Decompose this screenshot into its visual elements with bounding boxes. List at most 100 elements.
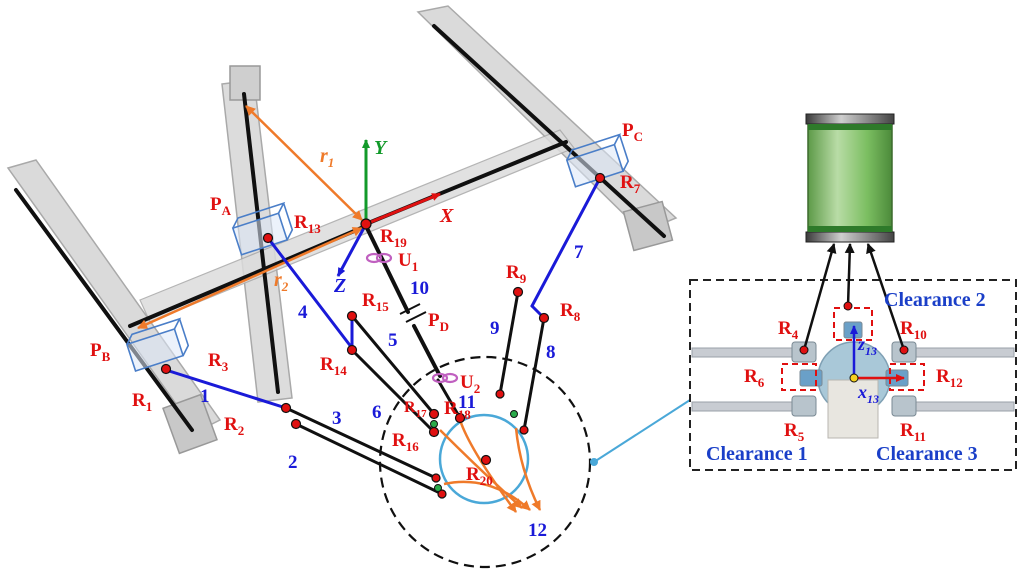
detail-hub-body <box>827 379 879 439</box>
link-num-4: 4 <box>298 302 308 323</box>
dot-R9 <box>512 286 524 298</box>
zoom-connector <box>593 399 691 463</box>
axis-y-label: Y <box>374 137 388 159</box>
r1-label: r1 <box>320 145 334 170</box>
link-num-3: 3 <box>332 408 342 429</box>
rail-top-right <box>416 5 678 233</box>
r-label-R1: R1 <box>132 390 152 414</box>
dot-platform-b <box>437 489 447 499</box>
zoom-connector-dot <box>590 458 598 466</box>
rail-frames <box>6 5 678 455</box>
r2-arrow <box>137 226 363 330</box>
dot-R1 <box>160 363 172 375</box>
clearance-boxes <box>781 307 925 391</box>
r-label-R9: R9 <box>506 262 527 286</box>
link-8 <box>522 316 546 432</box>
motion-arrow-3 <box>514 427 542 511</box>
detail-origin <box>849 373 859 383</box>
link-7 <box>530 176 602 308</box>
cylinder-band-top <box>808 124 892 130</box>
detail-R4: R4 <box>778 318 799 342</box>
coordinate-axes <box>336 139 441 277</box>
u1-joint-icon <box>365 252 393 264</box>
clearance-1-label: Clearance 1 <box>706 443 808 465</box>
dot-R18 <box>454 412 466 424</box>
u2-joint-icon <box>431 372 459 384</box>
pa-label: PA <box>210 194 232 218</box>
dot-R14 <box>346 344 358 356</box>
dot-R16 <box>428 426 440 438</box>
z13-label: z13 <box>857 334 877 358</box>
link-num-1: 1 <box>200 386 210 407</box>
detail-R6: R6 <box>744 366 765 390</box>
dot-platform-c <box>495 389 505 399</box>
axis-z-arrow <box>336 223 368 277</box>
black-links <box>284 290 546 496</box>
r-label-R7: R7 <box>620 172 641 196</box>
link-11 <box>436 378 462 420</box>
link-num-11: 11 <box>458 392 476 413</box>
dot-R13 <box>262 232 274 244</box>
platform-circle <box>438 413 530 505</box>
cylinder-body <box>807 117 893 239</box>
dot-R2 <box>290 418 302 430</box>
link-num-7: 7 <box>574 242 584 263</box>
link-num-5: 5 <box>388 330 398 351</box>
link-3 <box>284 406 438 480</box>
link-num-8: 8 <box>546 342 556 363</box>
prismatic-pd <box>399 303 427 323</box>
line-pd-lower <box>412 324 442 378</box>
detail-R5: R5 <box>784 420 805 444</box>
r-label-R15: R15 <box>362 290 389 314</box>
pd-label: PD <box>428 310 449 334</box>
link-2 <box>294 422 444 496</box>
r-label-R8: R8 <box>560 300 581 324</box>
u-joints <box>365 252 459 384</box>
line-pd-upper <box>364 224 410 314</box>
r2-label: r2 <box>274 269 289 294</box>
r1-arrow <box>245 105 363 221</box>
axis-x-label: X <box>439 205 454 227</box>
dot-R7 <box>594 172 606 184</box>
dot-platform-a <box>431 473 441 483</box>
dot-R20 <box>480 454 492 466</box>
r-label-R13: R13 <box>294 212 321 236</box>
cylinder-cap-top <box>805 113 895 125</box>
r-label-R20: R20 <box>466 464 493 488</box>
line-left-rail <box>14 188 194 432</box>
blue-links <box>164 176 602 410</box>
pb-label: PB <box>90 340 111 364</box>
motion-arrow-1 <box>439 429 523 509</box>
r-label-R14: R14 <box>320 354 347 378</box>
dot-R19 <box>360 218 372 230</box>
dot-platform-d <box>519 425 529 435</box>
pc-label: PC <box>622 120 643 144</box>
slider-pa <box>231 201 294 256</box>
r-label-R17: R17 <box>404 399 427 420</box>
clearance-3-label: Clearance 3 <box>876 443 978 465</box>
dot-R8 <box>538 312 550 324</box>
r-label-R3: R3 <box>208 350 229 374</box>
cylinder-band-bottom <box>808 226 892 232</box>
r-label-R2: R2 <box>224 414 244 438</box>
zoom-region <box>378 355 691 569</box>
link-num-10: 10 <box>410 278 429 299</box>
rail-top-right-end-cap <box>622 200 674 252</box>
slider-pb <box>125 317 190 373</box>
joint-dots <box>160 172 606 499</box>
detail-R11: R11 <box>900 420 926 444</box>
r-label-R18: R18 <box>444 398 471 422</box>
cylinder-cap-bottom <box>805 231 895 243</box>
green-joint-dots <box>430 410 518 492</box>
u2-label: U2 <box>460 372 480 396</box>
detail-R10: R10 <box>900 318 927 342</box>
line-top-right-rail <box>432 24 666 238</box>
cylinder-end-effector <box>805 113 895 243</box>
detail-R12: R12 <box>936 366 963 390</box>
radius-arrows <box>137 105 363 330</box>
u1-label: U1 <box>398 250 418 274</box>
r-label-R19: R19 <box>380 226 407 250</box>
link-5 <box>350 314 436 416</box>
motion-arrow-4 <box>458 419 518 513</box>
labels-main: X Y Z r1 r2 PA PB PC PD U1 U2 R1 R2 R3 R… <box>90 120 643 541</box>
